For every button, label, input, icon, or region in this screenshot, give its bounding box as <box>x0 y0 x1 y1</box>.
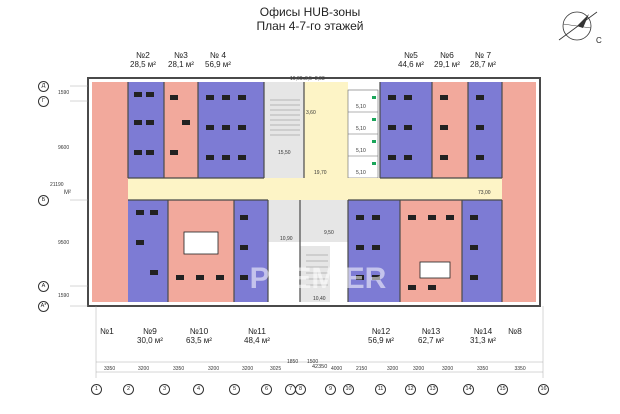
column-axis-marker: 8 <box>295 384 306 395</box>
column-dim: 3350 <box>477 366 489 372</box>
row-axis-marker: Г <box>38 96 49 107</box>
column-dim: 3350 <box>104 366 116 372</box>
column-dim: 1850 <box>287 359 299 365</box>
stair-bottom-area <box>300 246 330 302</box>
area-mark: М² <box>64 190 71 196</box>
corridor-label: 73,00 <box>478 190 491 196</box>
office-6-area <box>432 82 468 178</box>
left-dim: 9500 <box>58 240 70 246</box>
column-dim: 3200 <box>442 366 454 372</box>
column-dim: 2150 <box>356 366 368 372</box>
office-8-area <box>502 82 536 192</box>
plan-subtitle: План 4-7-го этажей <box>256 19 364 33</box>
office-9-area <box>128 200 168 302</box>
lift-label: 10,90 <box>280 236 293 242</box>
row-axis-marker: Д <box>38 81 49 92</box>
office-7-area <box>468 82 502 178</box>
room-label: 5,10 <box>356 126 366 132</box>
column-axis-marker: 5 <box>229 384 240 395</box>
corridor-area <box>128 178 502 200</box>
left-dim: 21190 <box>50 182 64 188</box>
column-dim: 3200 <box>208 366 220 372</box>
wc-area <box>300 200 348 242</box>
column-axis-marker: 13 <box>427 384 438 395</box>
office-1-lower-area <box>92 192 128 302</box>
column-dim: 4000 <box>331 366 343 372</box>
column-axis-marker: 9 <box>325 384 336 395</box>
stair-bottom-label: 10,40 <box>313 296 326 302</box>
column-dim: 3200 <box>242 366 254 372</box>
column-axis-marker: 6 <box>261 384 272 395</box>
small-room-label: 3,60 <box>306 110 316 116</box>
lift-area <box>268 200 300 242</box>
compass-label: С <box>596 36 602 45</box>
row-axis-marker: Б <box>38 195 49 206</box>
column-dim: 3350 <box>514 366 526 372</box>
room-label: 5,10 <box>356 170 366 176</box>
left-dim: 1590 <box>58 293 70 299</box>
wc-label: 9,50 <box>324 230 334 236</box>
office-14-area <box>462 200 502 302</box>
column-axis-marker: 16 <box>538 384 549 395</box>
column-axis-marker: 14 <box>463 384 474 395</box>
office-2-area <box>128 82 164 178</box>
column-axis-marker: 3 <box>159 384 170 395</box>
total-width: 42350 <box>312 364 328 370</box>
row-axis-marker: А <box>38 281 49 292</box>
column-axis-marker: 12 <box>405 384 416 395</box>
column-axis-marker: 15 <box>497 384 508 395</box>
column-dim: 1500 <box>307 359 319 365</box>
column-dim: 3350 <box>173 366 185 372</box>
hall-area <box>304 82 348 178</box>
column-axis-marker: 1 <box>91 384 102 395</box>
left-dim: 9600 <box>58 145 70 151</box>
office-label-1: №1 <box>100 326 114 336</box>
stair-top-label: 15,50 <box>278 150 291 156</box>
column-dim: 3200 <box>413 366 425 372</box>
office-8-lower-area <box>502 192 536 302</box>
column-dim: 3200 <box>138 366 150 372</box>
left-dim: 1590 <box>58 90 70 96</box>
office-11-area <box>234 200 268 302</box>
hall-label: 19,70 <box>314 170 327 176</box>
office-label-8: №8 <box>508 326 522 336</box>
column-dim: 3200 <box>387 366 399 372</box>
top-note: 16,09х0,5=8,03 <box>290 76 325 82</box>
column-axis-marker: 11 <box>375 384 386 395</box>
watermark: PREMIER <box>250 262 387 295</box>
room-label: 5,10 <box>356 148 366 154</box>
office-1-area <box>92 82 128 192</box>
compass-icon <box>553 4 607 48</box>
row-axis-marker: А* <box>38 301 49 312</box>
column-dim: 3025 <box>270 366 282 372</box>
column-axis-marker: 10 <box>343 384 354 395</box>
column-axis-marker: 4 <box>193 384 204 395</box>
column-axis-marker: 2 <box>123 384 134 395</box>
office-3-area <box>164 82 198 178</box>
room-label: 5,10 <box>356 104 366 110</box>
plan-title: Офисы HUB-зоны <box>259 5 361 19</box>
